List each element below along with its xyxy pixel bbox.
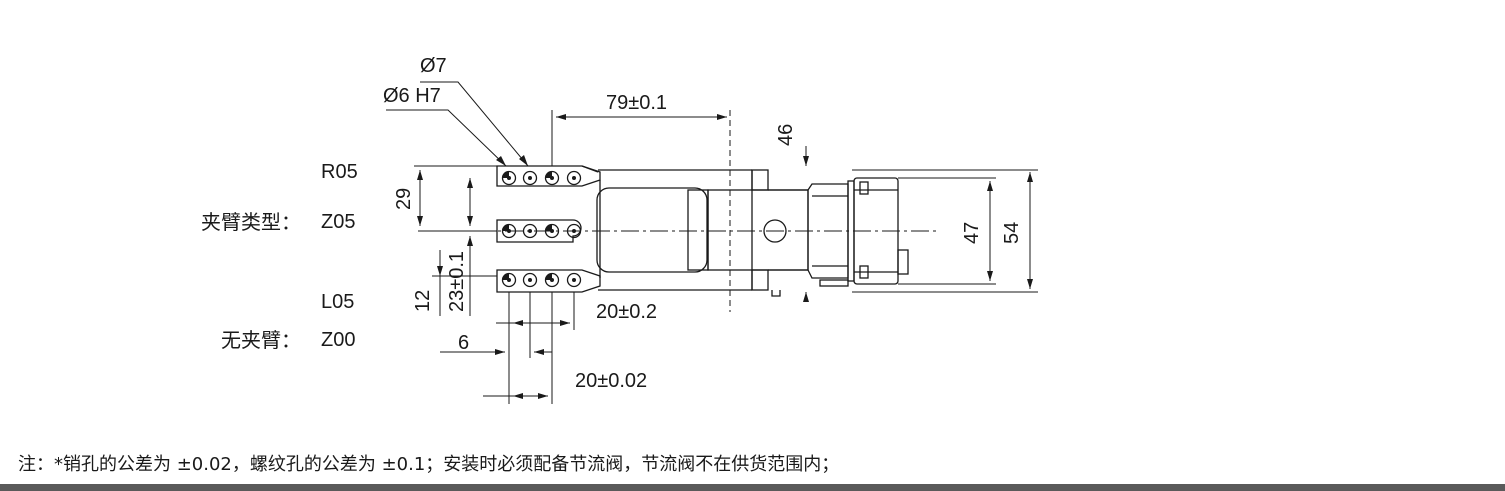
label-z00: Z00 [321,329,356,351]
label-dim-20-02: 20±0.2 [596,301,658,323]
label-dim-20-002: 20±0.02 [575,370,648,392]
label-dim-23: 23±0.1 [446,250,468,312]
label-arm-type: 夹臂类型： [201,210,301,234]
label-dim-29: 29 [393,187,415,210]
footnote: 注：*销孔的公差为 ±0.02，螺纹孔的公差为 ±0.1；安装时必须配备节流阀，… [18,454,840,475]
gripper-body [596,169,909,297]
label-diameter-7: Ø7 [420,55,447,77]
finger-l05 [496,269,601,293]
label-dim-79: 79±0.1 [606,92,668,114]
label-diameter-6-h7: Ø6 H7 [383,85,441,107]
label-dim-54: 54 [1001,221,1023,244]
label-dim-46: 46 [775,123,797,146]
label-r05: R05 [321,161,358,183]
label-dim-12: 12 [412,289,434,312]
label-l05: L05 [321,291,355,313]
label-z05: Z05 [321,211,356,233]
label-dim-6: 6 [458,332,470,354]
holes [501,170,582,288]
label-dim-47: 47 [961,221,983,244]
bottom-bar [0,484,1505,491]
label-no-arm: 无夹臂： [221,328,301,352]
